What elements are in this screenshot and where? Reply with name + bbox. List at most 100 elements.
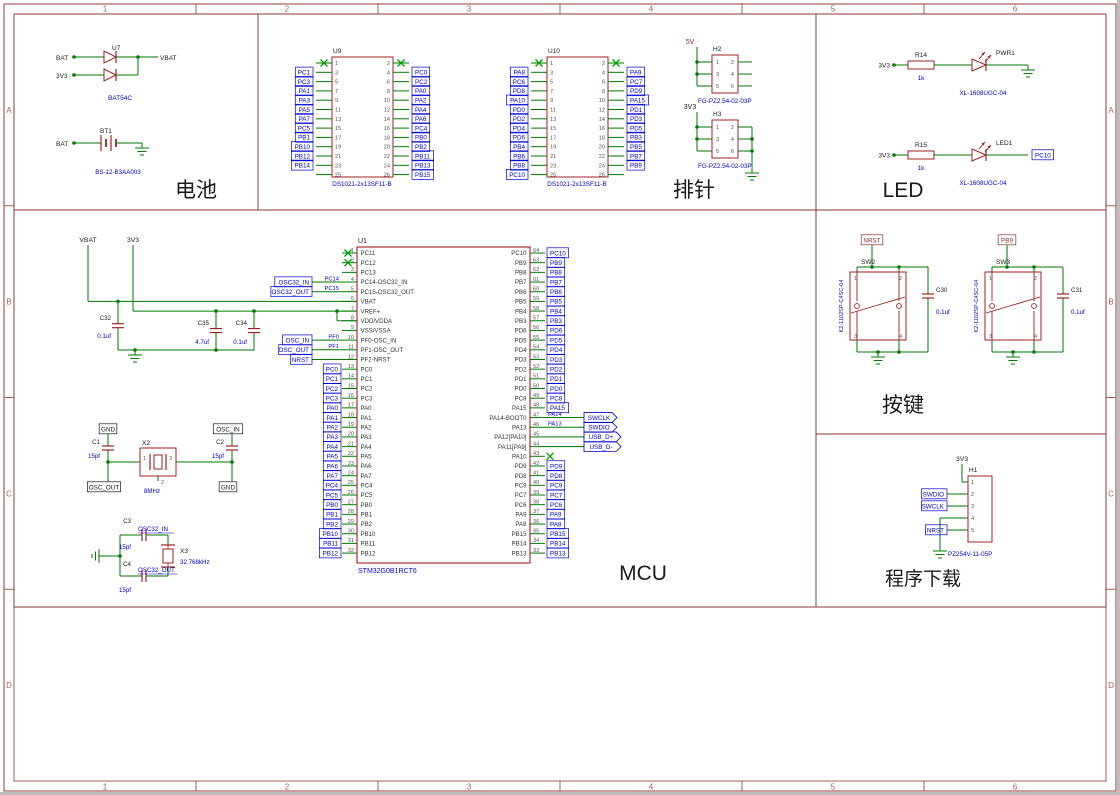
pin-number: 47: [533, 412, 539, 418]
pin-number: 5: [351, 287, 354, 293]
pin-name: PD6: [515, 328, 527, 335]
pin-number: 15: [550, 126, 556, 132]
net-label: NRST: [863, 237, 880, 244]
net-label: PC3: [326, 396, 339, 403]
net-label: PA6: [415, 116, 427, 123]
pin-number: 16: [384, 126, 390, 132]
net-label: PB2: [415, 144, 427, 151]
pin-number: 34: [533, 538, 539, 544]
pin-name: PF1-OSC_OUT: [361, 347, 404, 354]
component-part: BS-12-B3AA003: [95, 169, 141, 176]
ground-icon: [1021, 65, 1035, 78]
pin-name: PC9: [515, 483, 527, 490]
net-label: OSC_OUT: [89, 484, 120, 491]
pin-name: PA2: [361, 424, 373, 431]
net-label: PD4: [513, 125, 526, 132]
pin-name: PB4: [515, 308, 527, 315]
pin-name: PC12: [361, 260, 377, 267]
pin-number: 3: [716, 137, 719, 143]
component-value: 0.1uf: [1071, 309, 1085, 316]
pin-number: 20: [384, 145, 390, 151]
no-connect-icon: [344, 258, 352, 267]
part-line: [850, 296, 906, 314]
pin-name: VREF+: [361, 308, 381, 315]
pin-number: 6: [351, 296, 354, 302]
pin-name: PB3: [515, 318, 527, 325]
section-title-download: 程序下载: [885, 568, 961, 590]
pin-name: PC8: [515, 395, 527, 402]
pin-number: 1: [335, 61, 338, 67]
component-part: FG-PZ2.54-02-03P: [698, 163, 752, 170]
no-connect-icon: [612, 59, 620, 67]
component-value: 15pf: [119, 587, 131, 594]
component-ref: C35: [198, 320, 210, 327]
switch-contact: [989, 303, 995, 309]
net-label-box: [294, 85, 314, 97]
pin-number: 23: [550, 163, 556, 169]
pin-name: PB12: [361, 550, 377, 557]
net-label: PB13: [550, 550, 566, 557]
pin-name: PB11: [361, 541, 376, 548]
pin-name: PB0: [361, 502, 373, 509]
net-label-box: [294, 131, 314, 143]
resistor-symbol: [907, 150, 935, 160]
pin-number: 23: [348, 461, 354, 467]
net-flag-3v3: 3V3: [56, 73, 68, 80]
pin-number: 38: [533, 499, 539, 505]
ground-icon: [91, 549, 104, 563]
pin-name: PD0: [515, 386, 527, 393]
frame-col-label: 5: [831, 5, 836, 14]
junction-dot: [897, 265, 901, 269]
net-label: PC15: [324, 286, 339, 292]
component-value: 15pf: [212, 453, 224, 460]
pin-number: 64: [533, 248, 539, 254]
header-symbol: [967, 475, 993, 543]
net-label: PD5: [550, 337, 563, 344]
net-label: PC10: [550, 250, 566, 257]
pin-name: PA15: [512, 405, 527, 412]
net-label-box: [291, 150, 314, 162]
pin-number: 37: [533, 509, 539, 515]
pin-number: 2: [602, 61, 605, 67]
net-label-box: [509, 122, 529, 134]
pin-number: 10: [384, 98, 390, 104]
net-label: PB12: [295, 153, 311, 160]
net-label-box: [294, 76, 314, 87]
net-label-box: [626, 150, 646, 162]
ground-icon: [871, 352, 885, 365]
component-ref: LED1: [996, 140, 1013, 147]
pin-number: 60: [533, 287, 539, 293]
pin-name: PB14: [512, 541, 528, 548]
pin-number: 12: [599, 108, 605, 114]
net-label: PA5: [299, 107, 311, 114]
net-label: PB4: [550, 308, 562, 315]
pin-number: 7: [550, 89, 553, 95]
net-label-box: [411, 131, 431, 143]
component-value: 32.768kHz: [180, 559, 210, 566]
section-title-led: LED: [883, 179, 924, 202]
pin-number: 1: [351, 248, 354, 254]
pin-number: 39: [533, 490, 539, 496]
pin-name: PC7: [515, 492, 527, 499]
pin-number: 13: [335, 117, 341, 123]
crystal-body: [153, 454, 163, 470]
ground-icon: [1006, 352, 1020, 365]
net-flag-3v3: 3V3: [956, 456, 968, 463]
pin-name: PC4: [361, 483, 373, 490]
frame-col-label: 6: [1013, 5, 1018, 14]
net-label-box: [86, 481, 121, 493]
pin-name: PB6: [515, 289, 527, 296]
net-label: PC2: [326, 386, 339, 393]
pin-name: PD1: [515, 376, 527, 383]
component-part: K2-1102SP-C4SC-04: [974, 279, 980, 332]
net-label: PA2: [415, 98, 427, 105]
component-ref: C3: [123, 518, 131, 525]
net-label-box: [626, 113, 646, 124]
net-label: PD3: [550, 357, 563, 364]
net-label-box: [506, 94, 529, 106]
net-flag-vbat: VBAT: [79, 237, 96, 244]
net-label: PA7: [299, 116, 311, 123]
pin-name: VBAT: [361, 299, 377, 306]
net-label: PC10: [509, 172, 525, 179]
net-label: PC7: [630, 79, 643, 86]
